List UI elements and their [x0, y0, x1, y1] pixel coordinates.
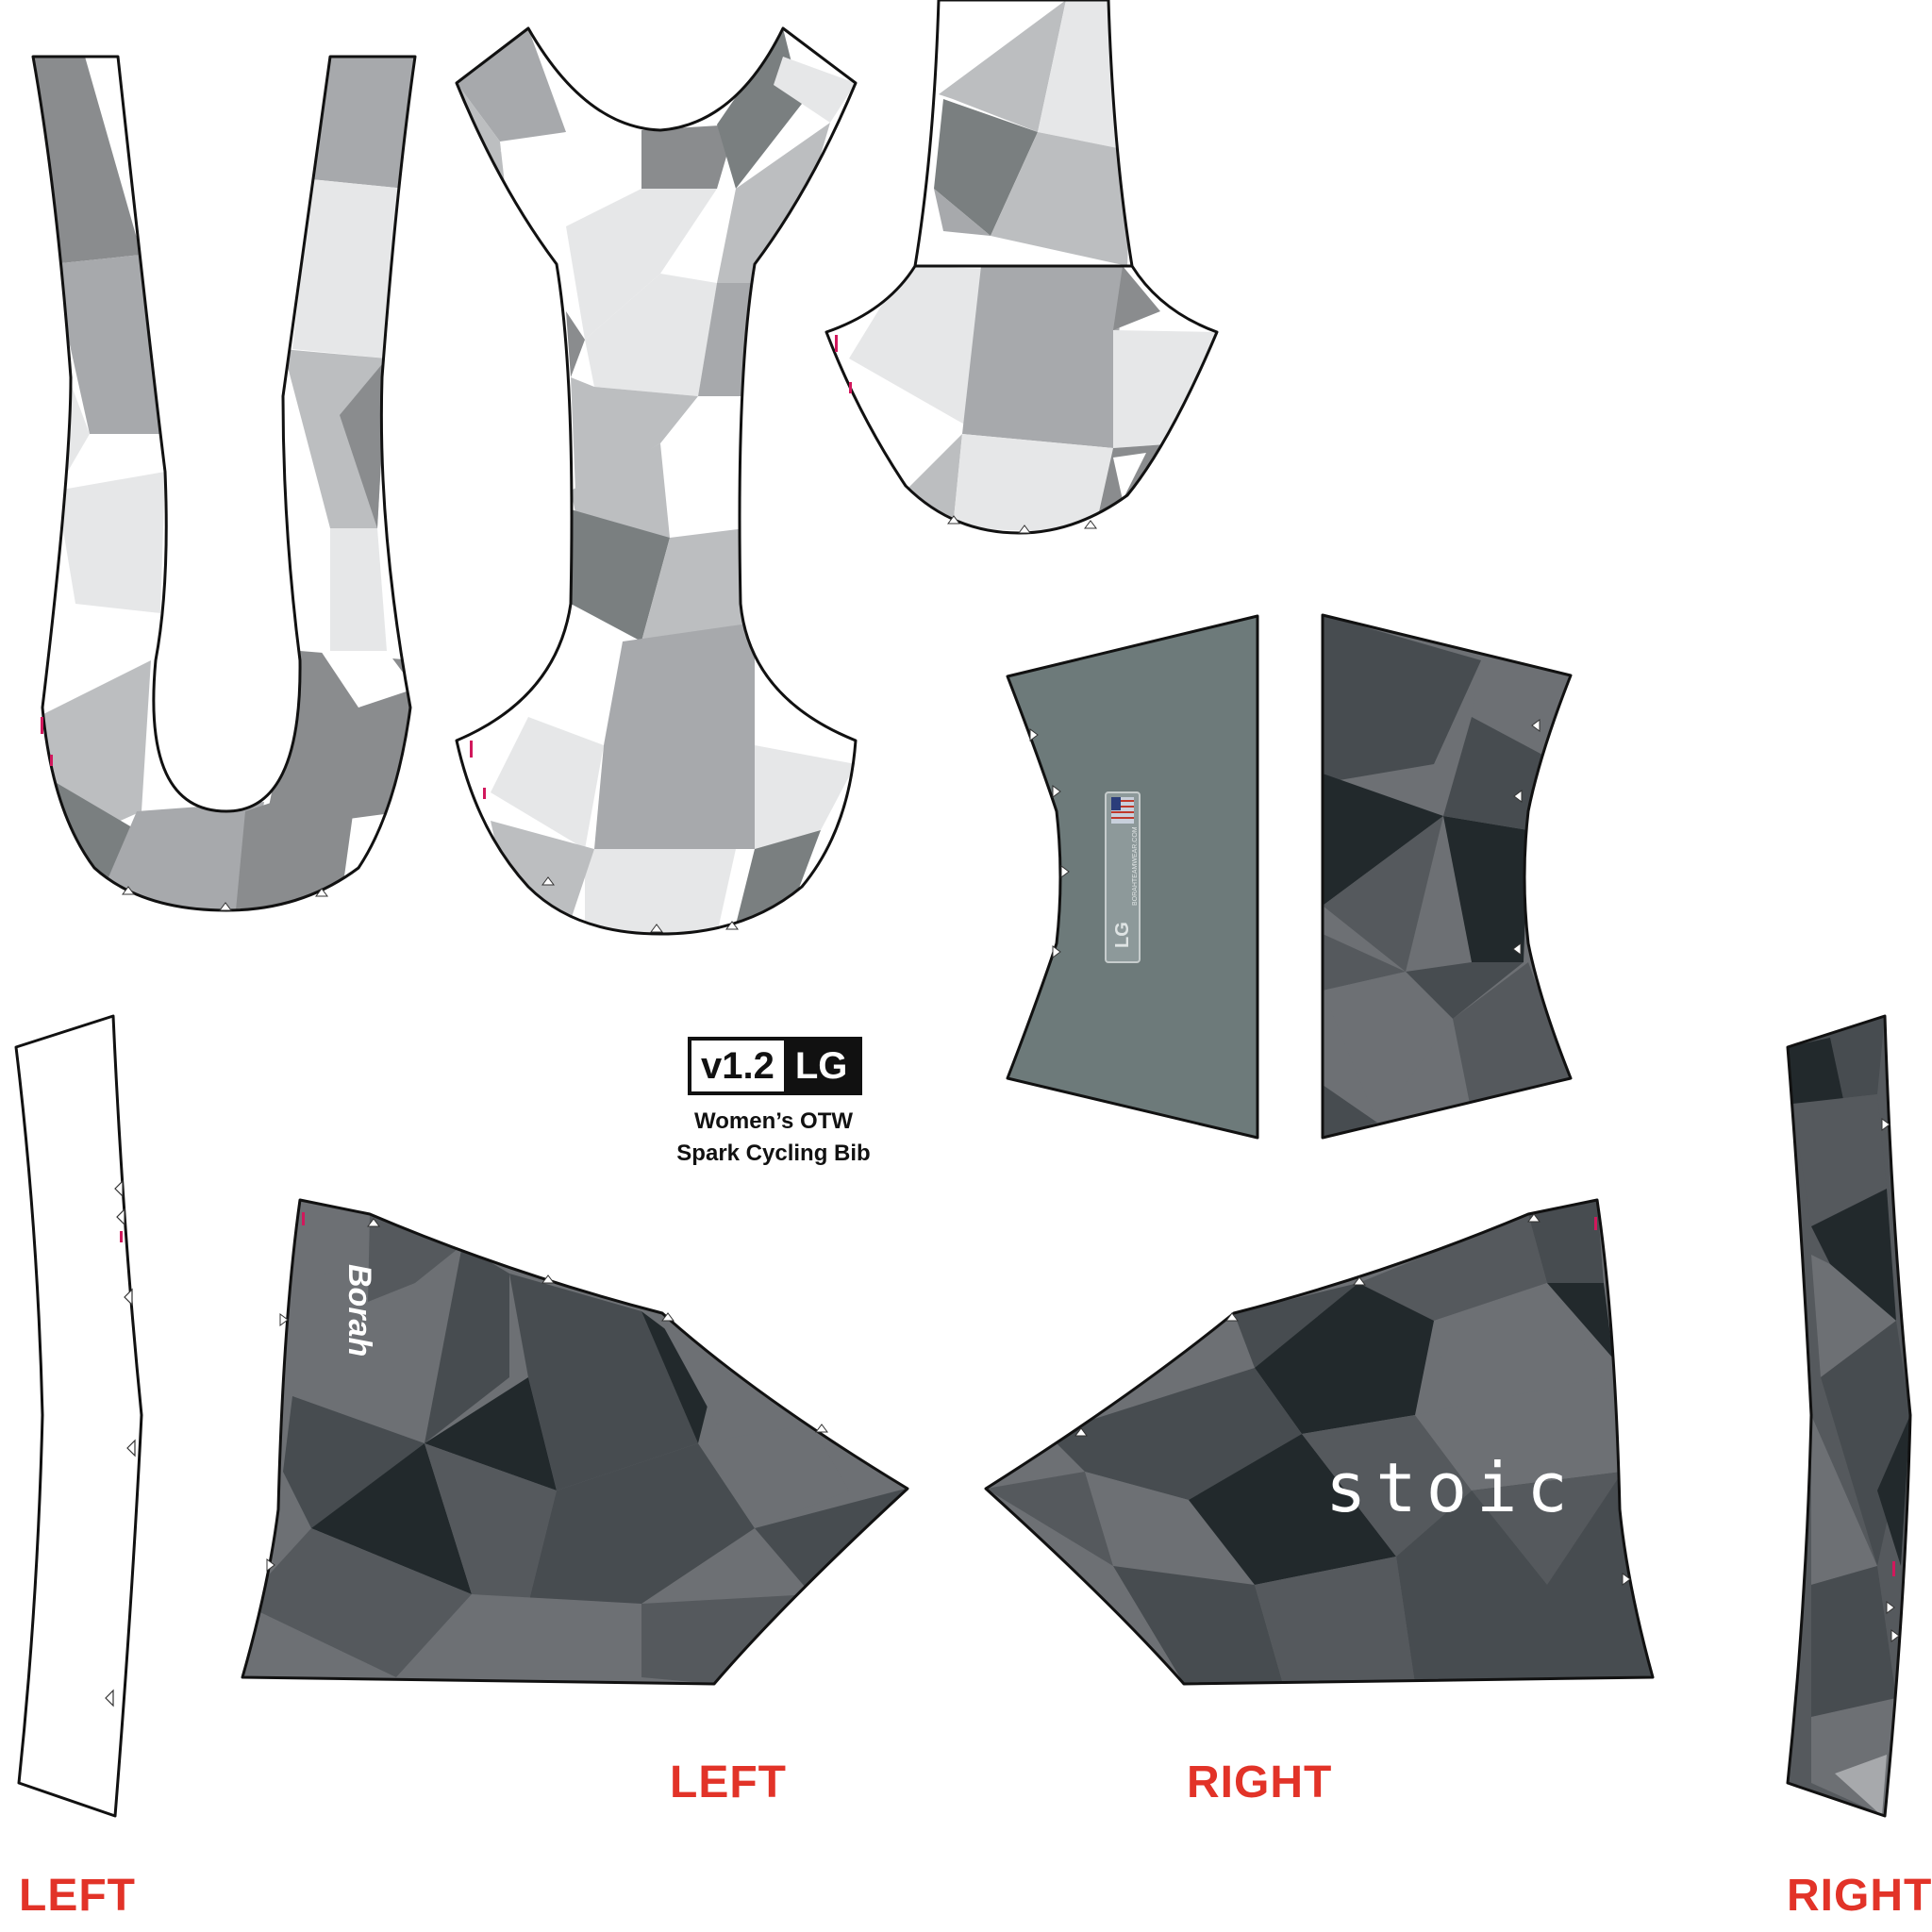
seam-notches	[122, 515, 1900, 1642]
front-bib-panel	[457, 28, 856, 934]
product-line-2: Spark Cycling Bib	[676, 1141, 871, 1166]
back-bib-panel	[826, 0, 1217, 533]
label-left-leg: LEFT	[670, 1757, 787, 1807]
insert-panel-right	[1323, 615, 1571, 1138]
size-code: LG	[783, 1041, 859, 1091]
pink-size-marks	[41, 335, 1895, 1576]
right-leg-outline	[984, 1198, 1655, 1686]
size-tag-site: BORAHTEAMWEAR.COM	[1132, 826, 1139, 906]
left-leg-panel	[242, 1200, 908, 1684]
left-leg-band	[14, 1014, 143, 1818]
label-right-leg: RIGHT	[1187, 1757, 1333, 1807]
label-right-band: RIGHT	[1787, 1871, 1932, 1921]
front-bib-outline	[455, 26, 858, 936]
left-band-notches	[105, 1179, 136, 1707]
left-strap-outline	[31, 55, 417, 912]
insert-panel-left-outline	[1006, 614, 1259, 1140]
insert-panel-right-outline	[1321, 613, 1573, 1140]
borah-logo: Borah	[341, 1264, 377, 1357]
product-line-1: Women’s OTW	[694, 1108, 853, 1134]
right-leg-panel	[986, 1200, 1653, 1684]
version-number: v1.2	[691, 1041, 784, 1091]
right-leg-band-outline	[1786, 1014, 1912, 1818]
left-strap-panel	[33, 57, 415, 910]
size-tag: LG BORAHTEAMWEAR.COM	[1105, 791, 1141, 963]
version-badge: v1.2 LG	[688, 1037, 863, 1095]
size-tag-size: LG	[1112, 922, 1133, 948]
left-leg-outline	[241, 1198, 909, 1686]
stoic-logo: stoic	[1325, 1448, 1577, 1527]
right-leg-band	[1788, 1016, 1910, 1816]
label-left-band: LEFT	[19, 1871, 136, 1921]
